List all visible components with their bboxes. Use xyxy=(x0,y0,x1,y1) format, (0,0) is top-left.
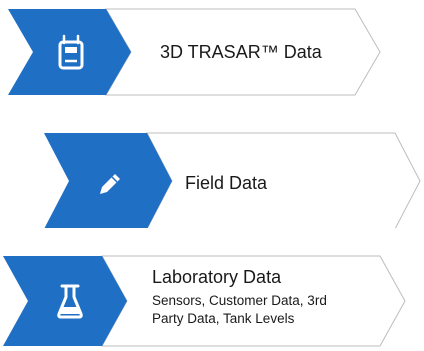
item-background xyxy=(8,8,381,96)
data-source-item-field[interactable]: Field Data xyxy=(0,128,424,228)
data-source-item-laboratory[interactable]: Laboratory Data Sensors, Customer Data, … xyxy=(0,251,424,351)
device-icon xyxy=(56,34,86,70)
item-subtitle: Sensors, Customer Data, 3rd Party Data, … xyxy=(152,293,327,326)
item-background xyxy=(44,132,421,228)
pencil-icon xyxy=(95,169,125,197)
blue-chevron xyxy=(44,133,172,228)
item-title: Field Data xyxy=(185,173,268,193)
item-title: 3D TRASAR™ Data xyxy=(160,42,322,62)
item-background xyxy=(3,255,406,347)
item-title: Laboratory Data xyxy=(152,267,282,287)
flask-icon xyxy=(55,283,85,319)
data-source-item-3d-trasar[interactable]: 3D TRASAR™ Data xyxy=(0,0,424,100)
